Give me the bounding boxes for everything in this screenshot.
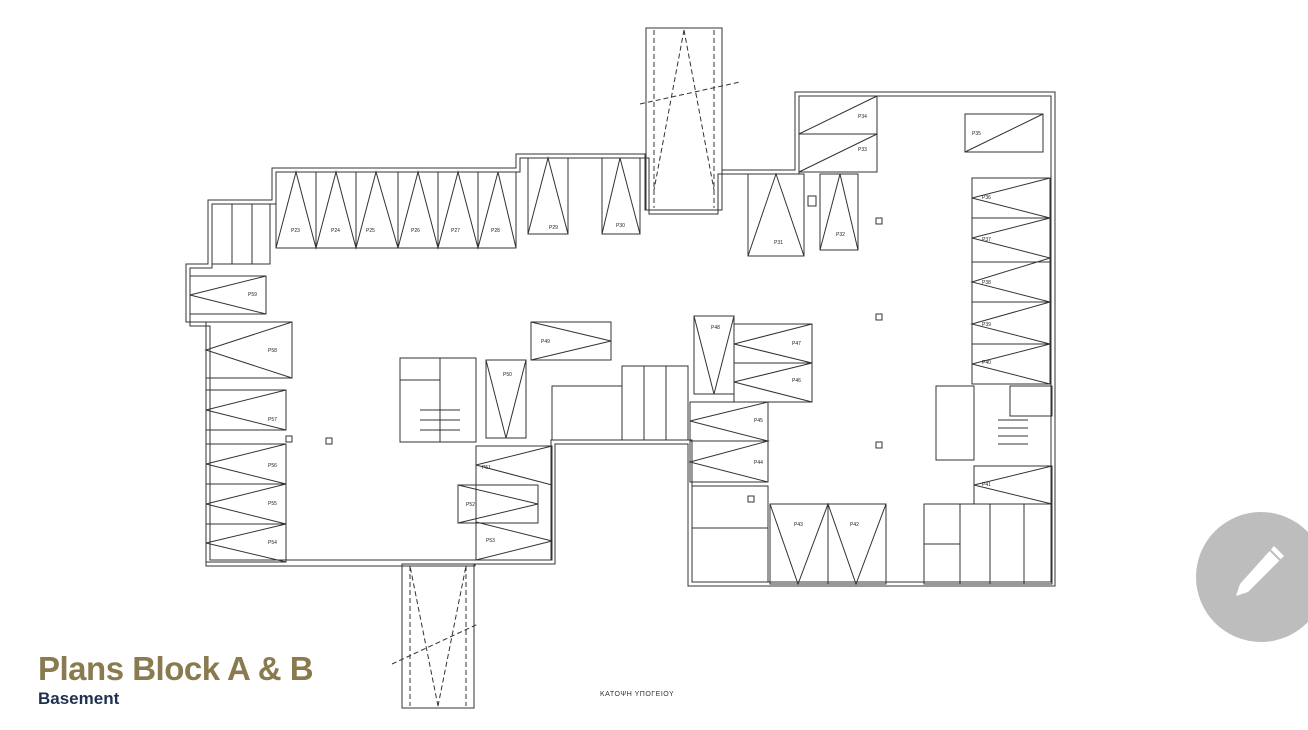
svg-text:P23: P23 [291,228,300,234]
svg-text:P34: P34 [858,114,867,120]
svg-text:P47: P47 [792,341,801,347]
svg-text:P37: P37 [982,237,991,243]
svg-text:P31: P31 [774,240,783,246]
svg-text:P43: P43 [794,522,803,528]
svg-text:P38: P38 [982,280,991,286]
svg-text:P40: P40 [982,360,991,366]
svg-text:P51: P51 [482,465,491,471]
ramp-top [645,27,723,211]
svg-text:P26: P26 [411,228,420,234]
svg-text:P57: P57 [268,417,277,423]
svg-text:P29: P29 [549,225,558,231]
svg-text:P56: P56 [268,463,277,469]
service-rooms [211,203,1053,585]
svg-text:P30: P30 [616,223,625,229]
edit-button[interactable] [1196,512,1308,642]
svg-text:P42: P42 [850,522,859,528]
svg-text:P55: P55 [268,501,277,507]
structural-columns [285,195,883,503]
svg-text:P45: P45 [754,418,763,424]
svg-text:P24: P24 [331,228,340,234]
svg-text:P48: P48 [711,325,720,331]
svg-text:P50: P50 [503,372,512,378]
svg-text:P59: P59 [248,292,257,298]
parking-bays-top [275,156,859,257]
svg-text:P49: P49 [541,339,550,345]
parking-bays-center [457,315,887,586]
svg-text:P32: P32 [836,232,845,238]
svg-text:P28: P28 [491,228,500,234]
svg-text:P25: P25 [366,228,375,234]
svg-text:P44: P44 [754,460,763,466]
svg-text:P41: P41 [982,482,991,488]
svg-text:P33: P33 [858,147,867,153]
svg-text:P35: P35 [972,131,981,137]
svg-text:P27: P27 [451,228,460,234]
svg-text:P53: P53 [486,538,495,544]
parking-bays-right [798,95,1053,505]
svg-text:P54: P54 [268,540,277,546]
plan-caption: ΚΑΤΟΨΗ ΥΠΟΓΕΙΟΥ [600,691,675,698]
svg-text:P52: P52 [466,502,475,508]
ramp-bottom [401,563,475,709]
plan-outline [185,91,1056,587]
svg-text:P36: P36 [982,195,991,201]
svg-text:P39: P39 [982,322,991,328]
slide-title: Plans Block A & B [38,650,314,687]
slide-subtitle: Basement [38,689,120,708]
pencil-icon [1236,546,1284,596]
svg-text:P46: P46 [792,378,801,384]
svg-text:P58: P58 [268,348,277,354]
parking-bays-left [189,275,293,563]
